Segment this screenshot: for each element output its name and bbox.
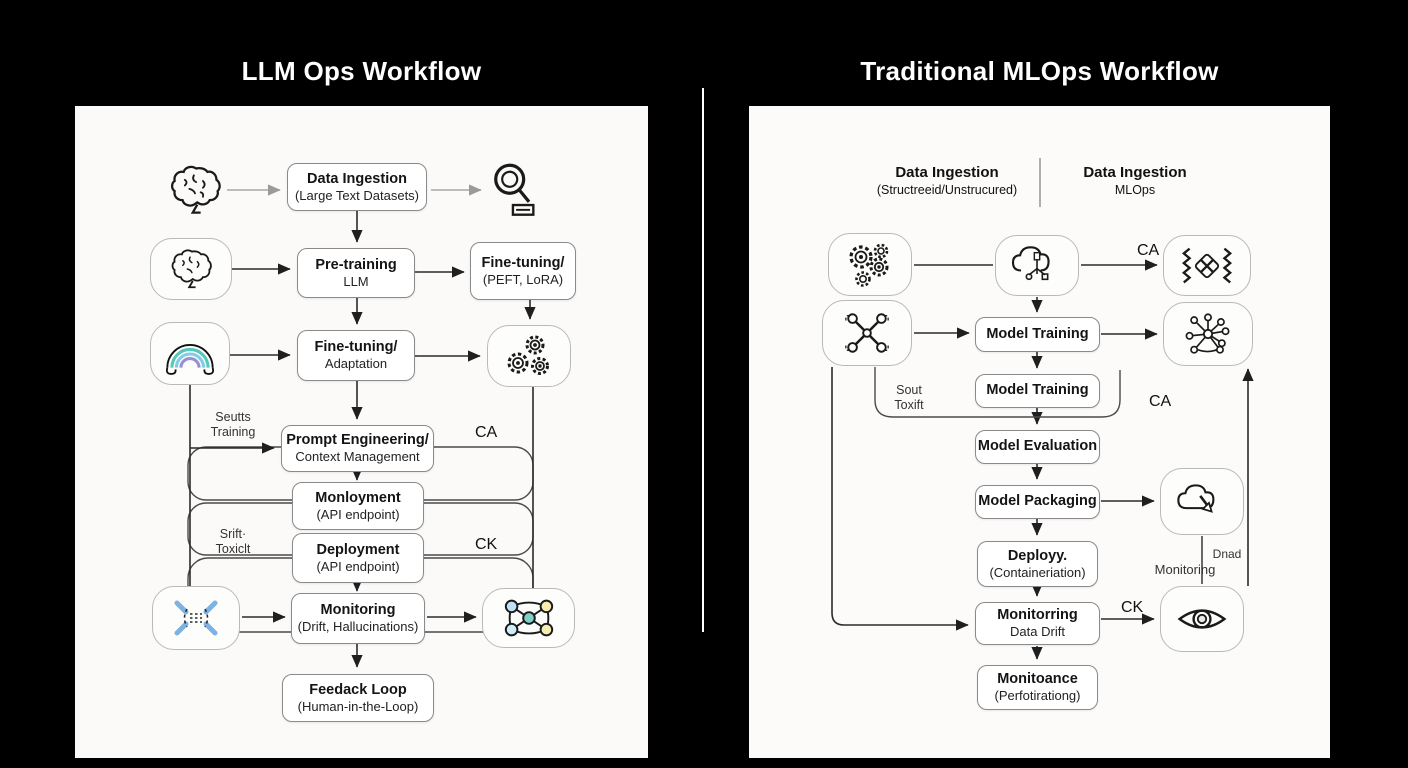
node-sublabel: LLM <box>343 273 369 289</box>
label-sauts-training: Seutts Training <box>195 410 271 440</box>
node-sublabel: (API endpoint) <box>316 506 400 522</box>
node-prompt-engineering: Prompt Engineering/ Context Management <box>281 425 434 472</box>
node-label: Feedack Loop <box>309 681 407 698</box>
node-sublabel: (PEFT, LoRA) <box>482 271 564 287</box>
node-label: Prompt Engineering/ <box>286 432 429 449</box>
colored-network-icon <box>482 588 575 648</box>
label-ca-1: CA <box>1137 242 1160 259</box>
model-frame-icon <box>1163 235 1251 296</box>
node-deploy: Deployy. (Containeriation) <box>977 541 1098 587</box>
node-peft: Fine-tuning/ (PEFT, LoRA) <box>470 242 576 300</box>
x-network-icon <box>822 300 912 366</box>
node-label: Monitorring <box>997 607 1078 624</box>
mlops-connectors <box>831 158 1254 660</box>
label-ca-2: CA <box>1149 393 1172 410</box>
gears-icon <box>828 233 912 296</box>
eye-icon <box>1160 586 1244 652</box>
label-dnad: Dnad <box>1212 547 1242 561</box>
node-sublabel: (Large Text Datasets) <box>294 187 420 203</box>
node-sublabel: (Drift, Hallucinations) <box>297 619 419 635</box>
node-label: Data Ingestion <box>307 170 407 187</box>
node-model-packaging: Model Packaging <box>975 485 1100 519</box>
left-panel-title: LLM Ops Workflow <box>241 56 482 86</box>
panel-divider <box>702 88 704 632</box>
header-data-ingestion-mlops: Data Ingestion MLOps <box>1079 164 1191 198</box>
node-feedback-loop: Feedack Loop (Human-in-the-Loop) <box>282 674 434 722</box>
llmops-panel: Data Ingestion (Large Text Datasets) Pre… <box>75 106 648 758</box>
cloud-pipeline-icon <box>995 235 1079 296</box>
node-label: Model Training <box>986 325 1089 342</box>
label-srift-toxicit: Srift· Toxiclt <box>195 527 271 557</box>
node-label: Pre-training <box>315 256 397 273</box>
header-subline: (Structreeid/Unstrucured) <box>876 182 1018 197</box>
node-sublabel: Adaptation <box>324 356 388 372</box>
node-label: Fine-tuning/ <box>314 339 398 356</box>
node-label: Deployy. <box>1007 547 1068 564</box>
node-sublabel: Context Management <box>295 449 420 465</box>
label-line: Seutts <box>215 410 251 424</box>
node-model-training-2: Model Training <box>975 374 1100 408</box>
node-deployment: Deployment (API endpoint) <box>292 533 424 583</box>
node-label: Model Packaging <box>978 493 1097 510</box>
star-network-icon <box>1163 302 1253 366</box>
node-label: Monitoring <box>320 602 396 619</box>
search-document-icon <box>485 158 543 222</box>
node-sublabel: Data Drift <box>1010 624 1065 640</box>
node-maintenance: Monitoance (Perfotirationg) <box>977 665 1098 710</box>
label-sout-toxift: Sout Toxift <box>877 383 941 413</box>
node-label: Monloyment <box>315 489 401 506</box>
rainbow-icon <box>150 322 230 385</box>
label-monitoring-side: Monitoring <box>1154 562 1216 577</box>
node-model-training-1: Model Training <box>975 317 1100 352</box>
right-panel-title: Traditional MLOps Workflow <box>860 56 1219 86</box>
node-monloyment: Monloyment (API endpoint) <box>292 482 424 530</box>
node-data-ingestion: Data Ingestion (Large Text Datasets) <box>287 163 427 211</box>
brain-box-icon <box>150 238 232 300</box>
label-line: Srift· <box>219 527 247 541</box>
header-data-ingestion-structured: Data Ingestion (Structreeid/Unstrucured) <box>857 164 1037 198</box>
node-label: Deployment <box>316 541 400 558</box>
node-fine-tuning: Fine-tuning/ Adaptation <box>297 330 415 381</box>
node-sublabel: (Containeriation) <box>989 564 1086 580</box>
label-line: Toxift <box>894 398 924 412</box>
header-subline: MLOps <box>1114 182 1156 197</box>
node-label: Model Evaluation <box>977 438 1098 455</box>
label-line: Training <box>210 425 256 439</box>
header-line: Data Ingestion <box>895 164 999 181</box>
prune-arrows-icon <box>152 586 240 650</box>
node-sublabel: (Perfotirationg) <box>994 688 1081 704</box>
label-ca: CA <box>475 424 498 441</box>
header-line: Data Ingestion <box>1083 164 1187 181</box>
cloud-deploy-icon <box>1160 468 1244 535</box>
node-monitoring: Monitoring (Drift, Hallucinations) <box>291 593 425 644</box>
node-label: Fine-tuning/ <box>481 254 565 271</box>
brain-icon <box>163 160 227 220</box>
node-monitoring-data-drift: Monitorring Data Drift <box>975 602 1100 645</box>
label-line: Toxiclt <box>215 542 251 556</box>
label-line: Sout <box>896 383 922 397</box>
node-label: Model Training <box>986 382 1089 399</box>
label-ck: CK <box>1121 599 1144 616</box>
gears-icon <box>487 325 571 387</box>
node-model-evaluation: Model Evaluation <box>975 430 1100 464</box>
node-sublabel: (Human-in-the-Loop) <box>297 698 419 714</box>
node-pre-training: Pre-training LLM <box>297 248 415 298</box>
node-label: Monitoance <box>997 671 1078 688</box>
node-sublabel: (API endpoint) <box>316 558 400 574</box>
mlops-panel: Data Ingestion (Structreeid/Unstrucured)… <box>749 106 1330 758</box>
label-ck: CK <box>475 536 498 553</box>
